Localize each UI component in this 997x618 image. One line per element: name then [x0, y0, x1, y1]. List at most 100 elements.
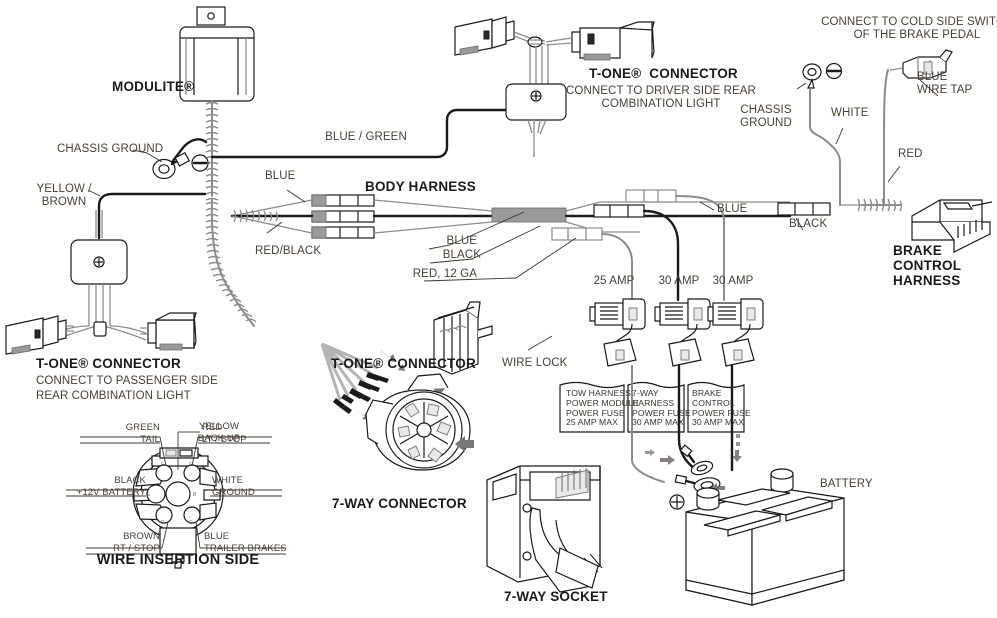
red-12ga-label: RED, 12 GA: [412, 268, 477, 280]
harness-loom-lower-coil: [205, 199, 257, 327]
blue-left-label: BLUE: [265, 170, 296, 182]
cold-side-switch-note-1: CONNECT TO COLD SIDE SWITCH OF THE BRAKE…: [821, 16, 997, 41]
red-right-label: RED: [898, 148, 923, 160]
fuse-caption-2-line-0: BRAKE: [692, 388, 722, 398]
modulite-label: MODULITE®: [112, 79, 195, 94]
blue-green-wire: [210, 108, 523, 159]
fuse-caption-2-line-3: 30 AMP MAX: [692, 417, 744, 428]
red-wire-right: [883, 69, 889, 206]
svg-text:C: C: [189, 520, 193, 526]
yellow-brown-wire: [95, 192, 207, 240]
label-leader-lines: [87, 79, 939, 351]
inline-fuse-holders: [551, 189, 831, 241]
yellow-brown-label: YELLOW / BROWN: [36, 183, 92, 208]
fuse-caption-2: BRAKE CONTROL POWER FUSE 30 AMP MAX: [692, 388, 751, 428]
modulite-module: [179, 6, 255, 102]
fuse-module-25amp: [589, 298, 646, 367]
seven-way-connector-assembly: [320, 301, 493, 471]
harness-short-coil: [233, 209, 279, 223]
t-one-bottom-heading: T-ONE® CONNECTOR: [36, 356, 181, 371]
fuse-caption-1-line-3: 30 AMP MAX: [632, 417, 684, 428]
t-one-connector-top: [454, 16, 655, 157]
t-one-bottom-sub1: CONNECT TO PASSENGER SIDE: [36, 375, 218, 387]
battery-label: BATTERY: [820, 478, 873, 490]
fuse-caption-0-line-0: TOW HARNESS: [566, 388, 631, 398]
white-wire-right: [809, 88, 841, 206]
fuse-caption-1-line-0: 7-WAY: [632, 388, 659, 398]
pin-upper-right-function: LT / STOP: [202, 434, 247, 445]
pin-lower-right-color: BLUE: [204, 531, 230, 542]
chassis-ground-ring-left: [152, 138, 209, 180]
pin-upper-left-color: GREEN: [125, 422, 160, 433]
seven-way-socket-label: 7-WAY SOCKET: [504, 589, 608, 604]
black-right-label: BLACK: [789, 218, 828, 230]
pin-left-color: BLACK: [114, 475, 146, 486]
pin-left-function: +12V BATTERY: [76, 487, 146, 498]
t-one-connector-bottom: [5, 312, 197, 355]
body-harness-bullet-connectors: [230, 194, 375, 239]
amp-label-1: 30 AMP: [658, 275, 700, 287]
pin-lower-left-function: RT / STOP: [113, 543, 160, 554]
fuse-caption-0-line-1: POWER MODULE: [566, 397, 639, 408]
wire-lock-part: [432, 301, 493, 396]
fuse-module-30amp-a: [654, 298, 711, 367]
pin-upper-left-function: TAIL: [140, 434, 160, 445]
chassis-ground-ring-right: [802, 62, 843, 89]
t-one-bottom-block: T-ONE® CONNECTOR CONNECT TO PASSENGER SI…: [36, 356, 218, 403]
black-mid-label: BLACK: [442, 249, 481, 261]
fuse-branch-wires: [601, 195, 725, 302]
amp-label-2: 30 AMP: [712, 275, 754, 287]
white-right-label: WHITE: [831, 107, 869, 119]
fuse-caption-1-line-2: POWER FUSE: [632, 407, 691, 418]
t-one-top-subtitle-1: CONNECT TO DRIVER SIDE REAR: [566, 85, 756, 97]
fuse-caption-2-line-2: POWER FUSE: [692, 407, 751, 418]
fuse-caption-1-line-1: HARNESS: [632, 397, 675, 408]
t-one-top-title: T-ONE® CONNECTOR: [589, 66, 738, 81]
modulite-loom-coil: [205, 100, 219, 201]
pin-right-function: GROUND: [212, 487, 255, 498]
battery: [685, 468, 845, 606]
fuse-caption-1: 7-WAY HARNESS POWER FUSE 30 AMP MAX: [632, 388, 691, 428]
fuse-caption-0-line-3: 25 AMP MAX: [566, 417, 618, 428]
fuse-module-group: [589, 298, 764, 367]
seven-way-socket: [486, 465, 603, 593]
seven-way-connector-body: [365, 373, 474, 471]
left-splitter-module: [70, 239, 128, 326]
pin-lower-right-function: TRAILER BRAKES: [204, 543, 287, 554]
blue-mid-label: BLUE: [446, 235, 477, 247]
chassis-ground-left-label: CHASSIS GROUND: [57, 143, 164, 155]
blue-wire-tap-label: BLUE WIRE TAP: [917, 71, 973, 96]
brake-control-harness-label: BRAKE CONTROL HARNESS: [893, 243, 962, 288]
t-one-top-subtitle-2: COMBINATION LIGHT: [601, 98, 721, 110]
fuse-caption-2-line-1: CONTROL: [692, 397, 735, 408]
svg-text:D: D: [161, 520, 165, 526]
seven-way-connector-label: 7-WAY CONNECTOR: [332, 496, 467, 511]
t-one-bottom-title: T-ONE® CONNECTOR: [331, 356, 476, 371]
svg-text:B: B: [193, 492, 197, 498]
pin-top-function: BACK UP: [197, 433, 241, 444]
svg-text:E: E: [147, 492, 151, 498]
pin-top-color: YELLOW: [198, 421, 240, 432]
battery-feed-wires: [631, 364, 734, 483]
fuse-module-30amp-b: [707, 298, 764, 367]
svg-text:F: F: [161, 462, 164, 468]
wire-insertion-side-caption: WIRE INSERTION SIDE: [96, 552, 260, 568]
fuse-caption-0: TOW HARNESS POWER MODULE POWER FUSE 25 A…: [566, 388, 639, 428]
pin-right-color: WHITE: [212, 475, 244, 486]
red-black-label: RED/BLACK: [255, 245, 322, 257]
blue-wire-tap: [889, 49, 953, 79]
blue-right-label: BLUE: [717, 203, 748, 215]
brake-control-loom-coil: [840, 198, 903, 212]
brake-control-harness-connector: [911, 199, 993, 253]
amp-label-0: 25 AMP: [593, 275, 635, 287]
fuse-caption-0-line-2: POWER FUSE: [566, 407, 625, 418]
t-one-bottom-sub2: REAR COMBINATION LIGHT: [36, 390, 191, 402]
wire-insertion-pinout: F G E D C B: [66, 431, 286, 569]
wire-lock-label: WIRE LOCK: [502, 357, 568, 369]
body-harness-label: BODY HARNESS: [365, 179, 476, 194]
fuse-caption-boxes: [559, 381, 745, 433]
svg-text:G: G: [189, 462, 193, 468]
pin-upper-right-color: RED: [202, 422, 223, 433]
